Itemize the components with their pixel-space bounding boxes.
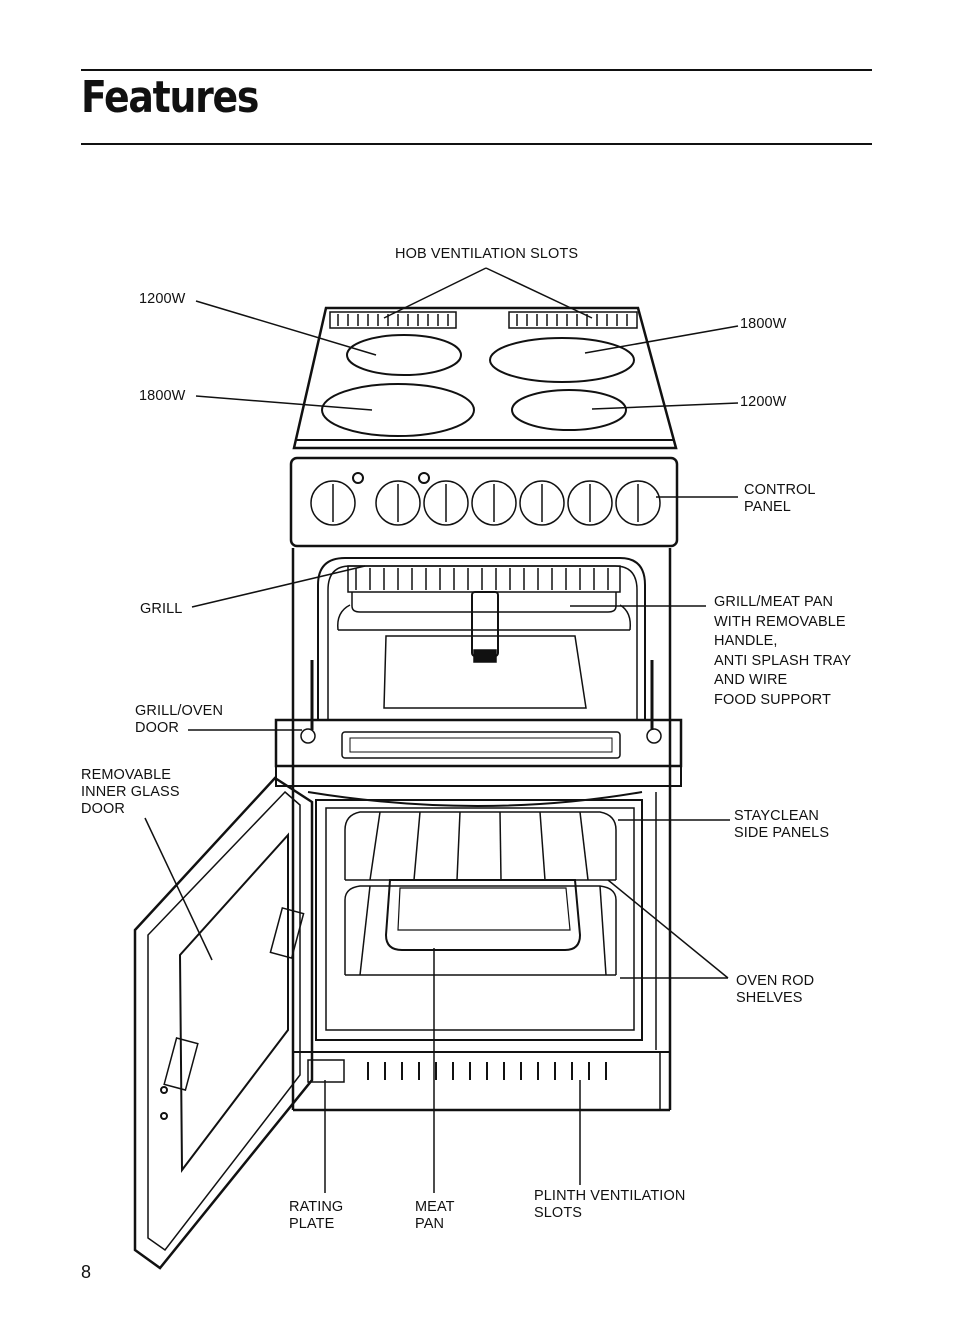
stayclean-side-panels-label: STAYCLEAN SIDE PANELS bbox=[734, 808, 830, 841]
plinth-graphic bbox=[293, 1052, 670, 1110]
hob-ventilation-slots-graphic bbox=[330, 312, 637, 328]
oven-rod-shelves-label: OVEN ROD SHELVES bbox=[736, 973, 815, 1006]
oven-rod-shelf-upper bbox=[345, 812, 616, 880]
page-title: Features bbox=[81, 72, 259, 123]
title-underline-rule bbox=[81, 143, 872, 145]
cooker-body bbox=[293, 548, 670, 1110]
hob-ventilation-slots-label: HOB VENTILATION SLOTS bbox=[395, 246, 579, 262]
grill-label: GRILL bbox=[140, 601, 183, 617]
hob bbox=[294, 308, 676, 448]
meat-pan-label: MEAT PAN bbox=[415, 1199, 455, 1232]
page-number: 8 bbox=[81, 1262, 92, 1282]
rear-right-hotplate-label: 1800W bbox=[740, 316, 787, 332]
oven-rod-shelf-lower bbox=[345, 886, 616, 975]
grill-oven-door-label: GRILL/OVEN DOOR bbox=[135, 703, 224, 736]
front-right-hotplate-label: 1200W bbox=[740, 394, 787, 410]
control-panel-graphic bbox=[291, 458, 677, 546]
open-oven-door bbox=[135, 778, 312, 1268]
control-panel-label: CONTROL PANEL bbox=[744, 482, 816, 515]
leader-lines bbox=[145, 268, 738, 1193]
grill-compartment bbox=[318, 558, 645, 720]
rating-plate-label: RATING PLATE bbox=[289, 1199, 344, 1232]
grill-meat-pan-graphic bbox=[348, 566, 620, 662]
removable-inner-glass-door-label: REMOVABLE INNER GLASS DOOR bbox=[81, 767, 180, 817]
hotplates bbox=[322, 335, 634, 436]
rear-left-hotplate-label: 1200W bbox=[139, 291, 186, 307]
grill-oven-door-graphic bbox=[276, 660, 681, 786]
front-left-hotplate-label: 1800W bbox=[139, 388, 186, 404]
meat-pan-graphic bbox=[386, 880, 580, 950]
grill-meat-pan-label: GRILL/MEAT PAN WITH REMOVABLE HANDLE, AN… bbox=[714, 594, 852, 708]
plinth-ventilation-slots-label: PLINTH VENTILATION SLOTS bbox=[534, 1188, 686, 1221]
main-oven-cavity bbox=[308, 792, 656, 1050]
top-rule bbox=[81, 69, 872, 71]
